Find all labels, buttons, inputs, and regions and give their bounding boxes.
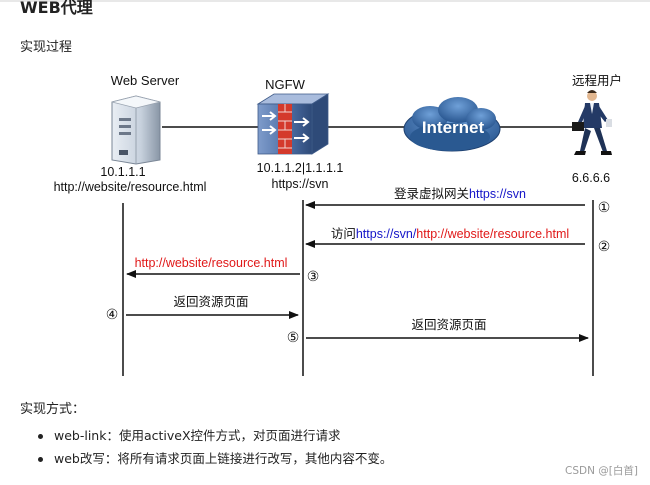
step-4-number: ④ [106, 307, 119, 323]
step-2-label: 访问https://svn/http://website/resource.ht… [331, 226, 569, 241]
page-title: WEB代理 [20, 0, 93, 17]
method-item-web-rewrite: web改写：将所有请求页面上链接进行改写，其他内容不变。 [36, 450, 392, 473]
server-url: http://website/resource.html [54, 180, 207, 194]
ngfw-url: https://svn [272, 177, 329, 191]
step-1-number: ① [598, 200, 611, 216]
step-2-number: ② [598, 239, 611, 255]
method-item-web-link: web-link：使用activeX控件方式，对页面进行请求 [36, 427, 392, 450]
firewall-icon [256, 93, 330, 155]
remote-user-icon [572, 90, 612, 155]
web-proxy-diagram: Web Server 10.1.1.1 http://website/resou… [54, 73, 622, 376]
server-label: Web Server [111, 73, 180, 88]
web-server-icon [111, 95, 161, 165]
step-4-label: 返回资源页面 [173, 294, 248, 309]
step-3-number: ③ [307, 269, 320, 285]
method-list: web-link：使用activeX控件方式，对页面进行请求 web改写：将所有… [36, 427, 392, 473]
user-ip: 6.6.6.6 [572, 171, 610, 185]
top-divider [0, 0, 650, 2]
method-heading: 实现方式： [20, 402, 86, 417]
step-5-number: ⑤ [287, 330, 300, 346]
section-subheading: 实现过程 [20, 40, 73, 55]
internet-cloud-icon [403, 97, 501, 152]
step-5-label: 返回资源页面 [411, 317, 486, 332]
user-label: 远程用户 [572, 73, 622, 88]
ngfw-label: NGFW [265, 77, 305, 92]
server-ip: 10.1.1.1 [100, 165, 145, 179]
ngfw-ip: 10.1.1.2|1.1.1.1 [257, 161, 344, 175]
step-3-label: http://website/resource.html [135, 256, 288, 270]
csdn-watermark: CSDN @[白首] [565, 465, 638, 477]
step-1-label: 登录虚拟网关https://svn [394, 186, 526, 201]
internet-label: Internet [422, 118, 485, 137]
